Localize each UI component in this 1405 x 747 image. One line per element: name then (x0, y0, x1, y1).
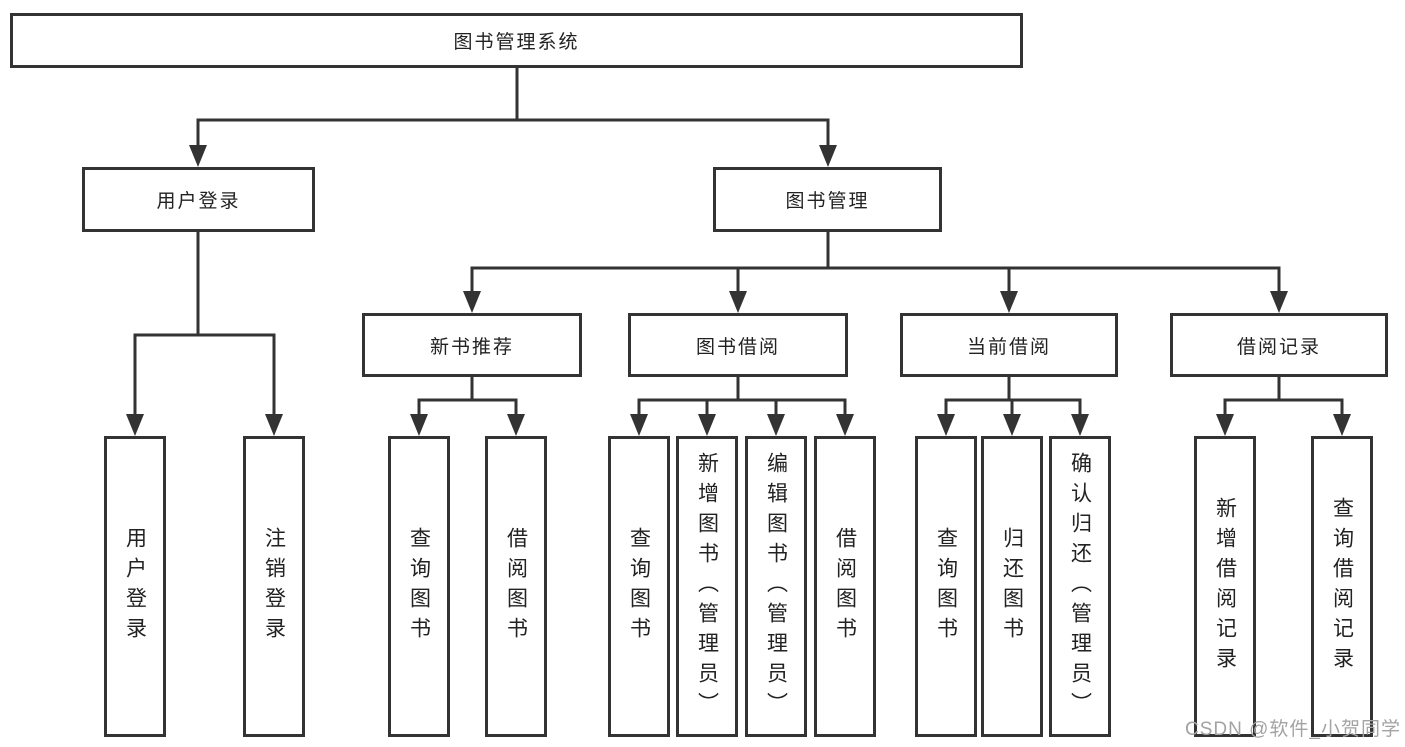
leaf-borrow-books-borrowing-label: 借阅图书 (833, 526, 857, 647)
leaf-add-books-admin-label: 新增图书（管理员） (695, 451, 719, 722)
leaf-confirm-return-admin-label: 确认归还（管理员） (1068, 451, 1092, 722)
node-borrowing-records-label: 借阅记录 (1236, 336, 1321, 358)
leaf-query-books-current: 查询图书 (915, 436, 977, 737)
node-book-borrowing-label: 图书借阅 (695, 336, 780, 358)
leaf-user-login-label: 用户登录 (123, 526, 147, 647)
arrow-heads (126, 145, 1351, 436)
node-borrowing-records: 借阅记录 (1170, 313, 1388, 377)
node-book-management-label: 图书管理 (785, 191, 870, 212)
node-book-management: 图书管理 (713, 167, 942, 232)
node-new-book-recommendation-label: 新书推荐 (429, 336, 514, 358)
leaf-confirm-return-admin: 确认归还（管理员） (1049, 436, 1111, 737)
leaf-add-books-admin: 新增图书（管理员） (676, 436, 738, 737)
node-user-login: 用户登录 (82, 167, 315, 232)
leaf-query-borrow-record-label: 查询借阅记录 (1330, 496, 1354, 677)
leaf-query-books-borrowing: 查询图书 (608, 436, 670, 737)
leaf-logout-label: 注销登录 (262, 526, 286, 647)
csdn-watermark: CSDN @软件_小贺同学 (1185, 719, 1401, 740)
leaf-borrow-books-recommend-label: 借阅图书 (504, 526, 528, 647)
leaf-return-books-label: 归还图书 (1000, 526, 1024, 647)
node-library-management-system-label: 图书管理系统 (453, 32, 580, 53)
leaf-logout: 注销登录 (243, 436, 305, 737)
node-current-borrowing: 当前借阅 (900, 313, 1118, 377)
leaf-query-books-borrowing-label: 查询图书 (627, 526, 651, 647)
leaf-borrow-books-recommend: 借阅图书 (485, 436, 547, 737)
node-new-book-recommendation: 新书推荐 (362, 313, 582, 377)
leaf-add-borrow-record-label: 新增借阅记录 (1213, 496, 1237, 677)
leaf-add-borrow-record: 新增借阅记录 (1194, 436, 1256, 737)
node-book-borrowing: 图书借阅 (628, 313, 848, 377)
node-current-borrowing-label: 当前借阅 (966, 336, 1051, 358)
leaf-query-books-recommend: 查询图书 (388, 436, 450, 737)
leaf-borrow-books-borrowing: 借阅图书 (814, 436, 876, 737)
leaf-query-books-current-label: 查询图书 (934, 526, 958, 647)
leaf-edit-books-admin-label: 编辑图书（管理员） (764, 451, 788, 722)
node-library-management-system: 图书管理系统 (10, 13, 1023, 68)
leaf-query-borrow-record: 查询借阅记录 (1311, 436, 1373, 737)
leaf-return-books: 归还图书 (981, 436, 1043, 737)
leaf-query-books-recommend-label: 查询图书 (407, 526, 431, 647)
leaf-edit-books-admin: 编辑图书（管理员） (745, 436, 807, 737)
node-user-login-label: 用户登录 (156, 191, 241, 212)
leaf-user-login: 用户登录 (104, 436, 166, 737)
